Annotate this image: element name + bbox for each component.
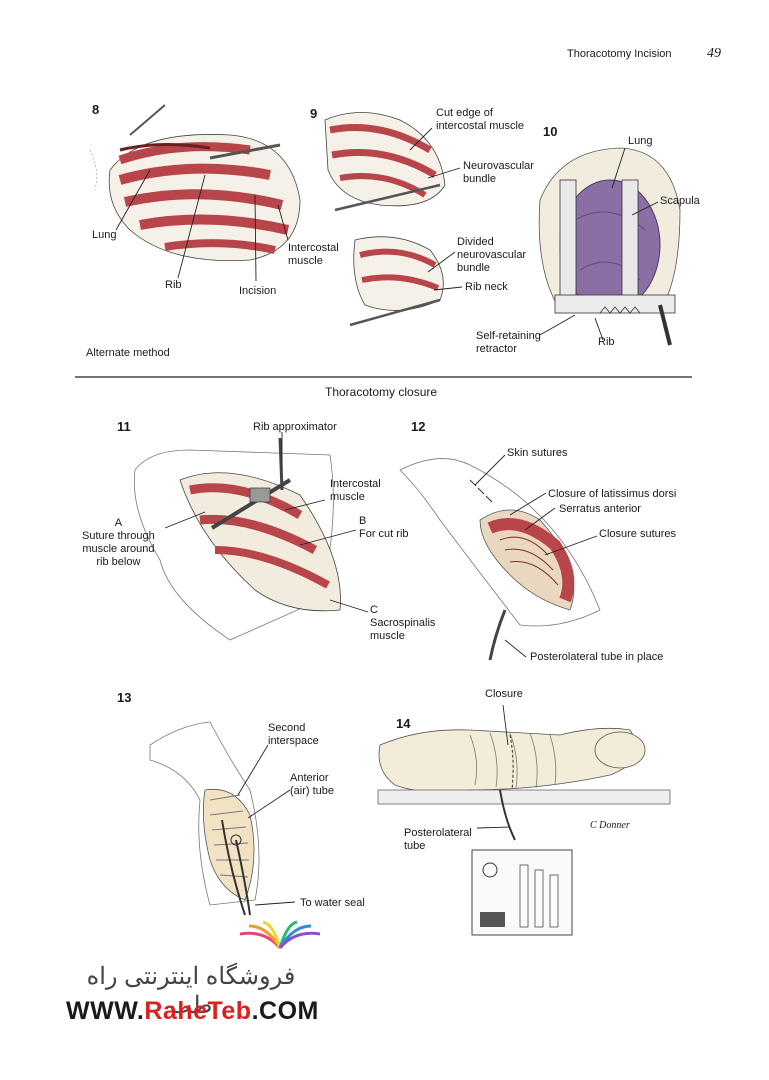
fig11-c-label: C Sacrospinalis muscle [370, 604, 436, 642]
fig12-serratus-label: Serratus anterior [559, 503, 641, 515]
fig12-tube-label: Posterolateral tube in place [530, 651, 664, 663]
figure-14-number: 14 [396, 716, 411, 731]
figure-13-illustration [149, 721, 296, 916]
running-title: Thoracotomy Incision [567, 48, 672, 60]
fig9-rib-neck-label: Rib neck [465, 281, 508, 293]
figure-11-number: 11 [117, 419, 131, 434]
watermark-url-suffix: .COM [251, 997, 319, 1025]
fig14-tube-label: Posterolateral tube [404, 827, 472, 852]
fig12-skin-sutures-label: Skin sutures [507, 447, 568, 459]
fig9-neurovascular-label: Neurovascular bundle [463, 160, 534, 185]
figure-13-number: 13 [117, 690, 132, 705]
figure-14-illustration [377, 704, 671, 936]
figure-10-illustration [538, 147, 681, 346]
figure-9-number: 9 [310, 106, 318, 121]
fig10-rib-label: Rib [598, 336, 615, 348]
figure-12-illustration [399, 454, 601, 661]
fig13-water-seal-label: To water seal [300, 897, 365, 909]
figure-8-illustration [89, 104, 301, 282]
fig14-closure-label: Closure [485, 688, 523, 700]
fig10-lung-label: Lung [628, 135, 653, 147]
figure-12-number: 12 [411, 419, 426, 434]
fig9-cut-edge-label: Cut edge of intercostal muscle [436, 107, 525, 132]
section-title: Thoracotomy closure [325, 385, 438, 399]
figure-11-illustration [133, 432, 369, 641]
watermark-url-brand: RaheTeb [144, 997, 252, 1025]
fig13-anterior-tube-label: Anterior (air) tube [290, 772, 335, 797]
fig11-intercostal-label: Intercostal muscle [330, 478, 381, 503]
fig10-retractor-label: Self-retaining retractor [476, 330, 541, 355]
fig8-rib-label: Rib [165, 279, 182, 291]
fig11-b-label: B For cut rib [359, 515, 409, 540]
fig11-a-label: A Suture through muscle around rib below [82, 517, 155, 568]
watermark-url-prefix: WWW. [66, 997, 145, 1025]
fig13-second-interspace-label: Second interspace [268, 722, 319, 747]
fig11-approximator-label: Rib approximator [253, 421, 337, 433]
watermark-persian-text: فروشگاه اینترنتی راه طب [86, 963, 296, 1019]
fig9-divided-label: Divided neurovascular bundle [457, 236, 527, 274]
page-number: 49 [707, 46, 721, 61]
fig12-latissimus-label: Closure of latissimus dorsi [548, 488, 677, 500]
figure-8-number: 8 [92, 102, 100, 117]
book-logo-icon [235, 920, 325, 950]
fig12-closure-sutures-label: Closure sutures [599, 528, 677, 540]
figure-10-number: 10 [543, 124, 558, 139]
fig10-scapula-label: Scapula [660, 195, 700, 207]
figure-9-illustration [324, 112, 463, 327]
fig8-lung-label: Lung [92, 229, 117, 241]
watermark-url: WWW.RaheTeb.COM [66, 997, 319, 1026]
artist-signature: C Donner [590, 820, 630, 831]
fig8-intercostal-label: Intercostal muscle [288, 242, 339, 267]
alternate-method-caption: Alternate method [86, 347, 170, 359]
fig8-incision-label: Incision [239, 285, 277, 297]
